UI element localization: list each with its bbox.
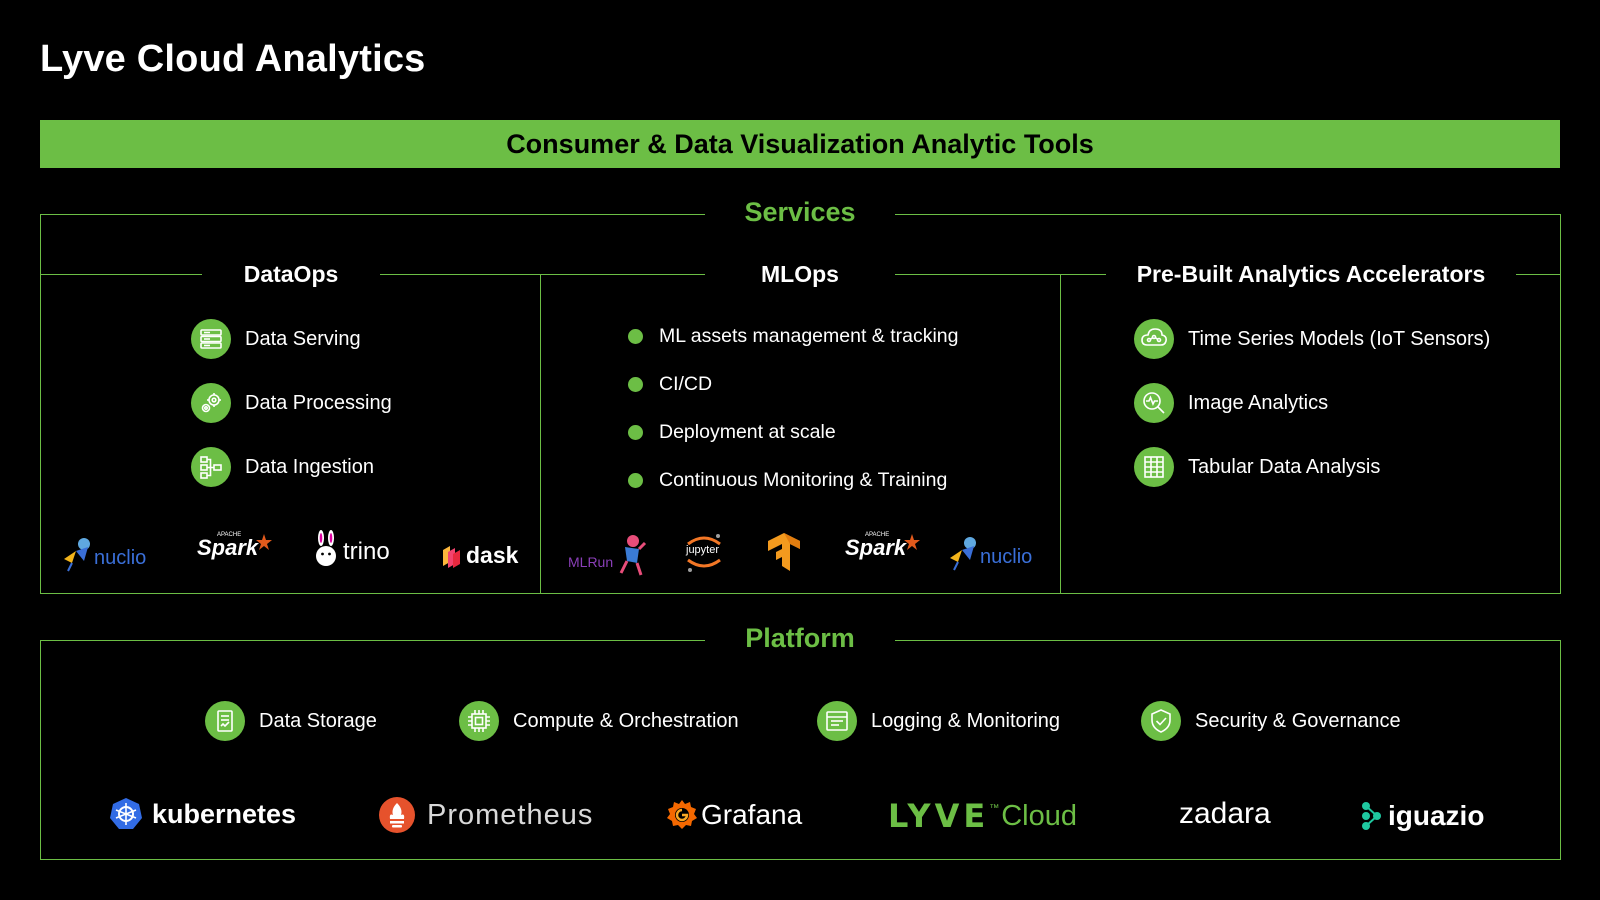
dataops-item-label: Data Serving xyxy=(245,327,361,350)
nuclio-logo: nuclio xyxy=(58,533,146,573)
dask-logo-text: dask xyxy=(466,542,519,568)
grafana-logo-text: Grafana xyxy=(701,799,803,830)
platform-item-compute: Compute & Orchestration xyxy=(459,701,739,741)
flow-diagram-icon xyxy=(191,447,231,487)
dataops-item-data-processing: Data Processing xyxy=(191,383,392,423)
grafana-icon xyxy=(667,800,697,829)
dataops-item-data-serving: Data Serving xyxy=(191,319,361,359)
accelerator-item-tabular: Tabular Data Analysis xyxy=(1134,447,1380,487)
tensorflow-icon xyxy=(764,533,804,573)
jupyter-logo-text: jupyter xyxy=(686,544,720,556)
jupyter-logo: jupyter xyxy=(682,530,726,574)
bullet-dot xyxy=(628,329,643,344)
bullet-dot xyxy=(628,473,643,488)
dask-logo: dask xyxy=(441,542,518,569)
accelerator-item-label: Time Series Models (IoT Sensors) xyxy=(1188,327,1491,350)
iguazio-logo-text: iguazio xyxy=(1388,800,1485,831)
lyve-logo-tm: ™ xyxy=(989,802,1000,814)
zadara-logo-text: zadara xyxy=(1179,797,1271,830)
platform-item-logging: Logging & Monitoring xyxy=(817,701,1060,741)
prometheus-icon xyxy=(379,797,415,833)
kubernetes-logo: kubernetes xyxy=(109,797,296,831)
dataops-item-label: Data Ingestion xyxy=(245,455,374,478)
spark-logo-super: APACHE xyxy=(217,532,242,538)
platform-item-label: Logging & Monitoring xyxy=(871,709,1061,732)
mlops-bullet: CI/CD xyxy=(628,373,712,396)
lyve-cloud-logo-text: Cloud xyxy=(1001,799,1077,832)
kubernetes-logo-text: kubernetes xyxy=(152,798,297,829)
accelerator-item-time-series: Time Series Models (IoT Sensors) xyxy=(1134,319,1490,359)
trino-logo-text: trino xyxy=(343,538,390,565)
storage-doc-icon xyxy=(205,701,245,741)
chip-icon xyxy=(459,701,499,741)
nuclio-logo: nuclio xyxy=(944,532,1032,572)
prometheus-logo: Prometheus xyxy=(379,797,593,833)
mlrun-runner-icon xyxy=(619,535,647,576)
grafana-logo: Grafana xyxy=(665,798,802,832)
spark-logo: APACHE Spark xyxy=(845,532,921,561)
mlrun-logo-text: MLRun xyxy=(568,554,614,570)
platform-item-security: Security & Governance xyxy=(1141,701,1401,741)
server-rack-icon xyxy=(191,319,231,359)
spark-logo-text: Spark xyxy=(197,535,259,560)
nuclio-logo-text: nuclio xyxy=(94,546,147,569)
mlops-heading: MLOps xyxy=(761,261,839,287)
magnifier-pulse-icon xyxy=(1134,383,1174,423)
iguazio-logo: iguazio xyxy=(1360,800,1484,832)
gears-icon xyxy=(191,383,231,423)
page-title: Lyve Cloud Analytics xyxy=(40,38,426,80)
dataops-heading: DataOps xyxy=(243,261,339,287)
cloud-network-icon xyxy=(1134,319,1174,359)
accelerators-heading: Pre-Built Analytics Accelerators xyxy=(1136,261,1486,287)
platform-item-data-storage: Data Storage xyxy=(205,701,377,741)
bullet-dot xyxy=(628,425,643,440)
mlops-bullet: Continuous Monitoring & Training xyxy=(628,469,947,492)
kubernetes-icon xyxy=(110,798,142,829)
services-heading: Services xyxy=(744,197,856,227)
prometheus-logo-text: Prometheus xyxy=(427,798,594,831)
accelerator-item-label: Image Analytics xyxy=(1188,391,1329,414)
mlops-bullet: ML assets management & tracking xyxy=(628,325,959,348)
lyve-cloud-logo: LYVE ™ Cloud xyxy=(888,797,1077,835)
shield-check-icon xyxy=(1141,701,1181,741)
accelerator-item-image-analytics: Image Analytics xyxy=(1134,383,1328,423)
platform-heading: Platform xyxy=(745,623,855,653)
platform-item-label: Data Storage xyxy=(259,709,377,732)
window-log-icon xyxy=(817,701,857,741)
trino-logo: trino xyxy=(313,530,390,568)
mlrun-logo: MLRun xyxy=(568,533,647,577)
platform-item-label: Compute & Orchestration xyxy=(513,709,739,732)
trino-bunny-icon xyxy=(316,530,336,566)
platform-item-label: Security & Governance xyxy=(1195,709,1401,732)
iguazio-icon xyxy=(1362,802,1381,830)
zadara-logo: zadara xyxy=(1179,797,1271,831)
mlops-bullet: Deployment at scale xyxy=(628,421,836,444)
dataops-item-data-ingestion: Data Ingestion xyxy=(191,447,374,487)
spark-star-icon xyxy=(256,534,273,550)
spark-logo-text: Spark xyxy=(845,535,907,560)
jupyter-icon xyxy=(687,534,721,572)
table-icon xyxy=(1134,447,1174,487)
dataops-item-label: Data Processing xyxy=(245,391,392,414)
lyve-logo-text: LYVE xyxy=(888,797,990,835)
accelerator-item-label: Tabular Data Analysis xyxy=(1188,455,1381,478)
spark-logo-super: APACHE xyxy=(865,532,890,538)
bullet-dot xyxy=(628,377,643,392)
consumer-tools-banner: Consumer & Data Visualization Analytic T… xyxy=(40,120,1560,168)
dask-icon xyxy=(443,545,460,568)
spark-star-icon xyxy=(904,534,921,550)
spark-logo: APACHE Spark xyxy=(197,532,273,561)
nuclio-logo-text: nuclio xyxy=(980,545,1033,568)
